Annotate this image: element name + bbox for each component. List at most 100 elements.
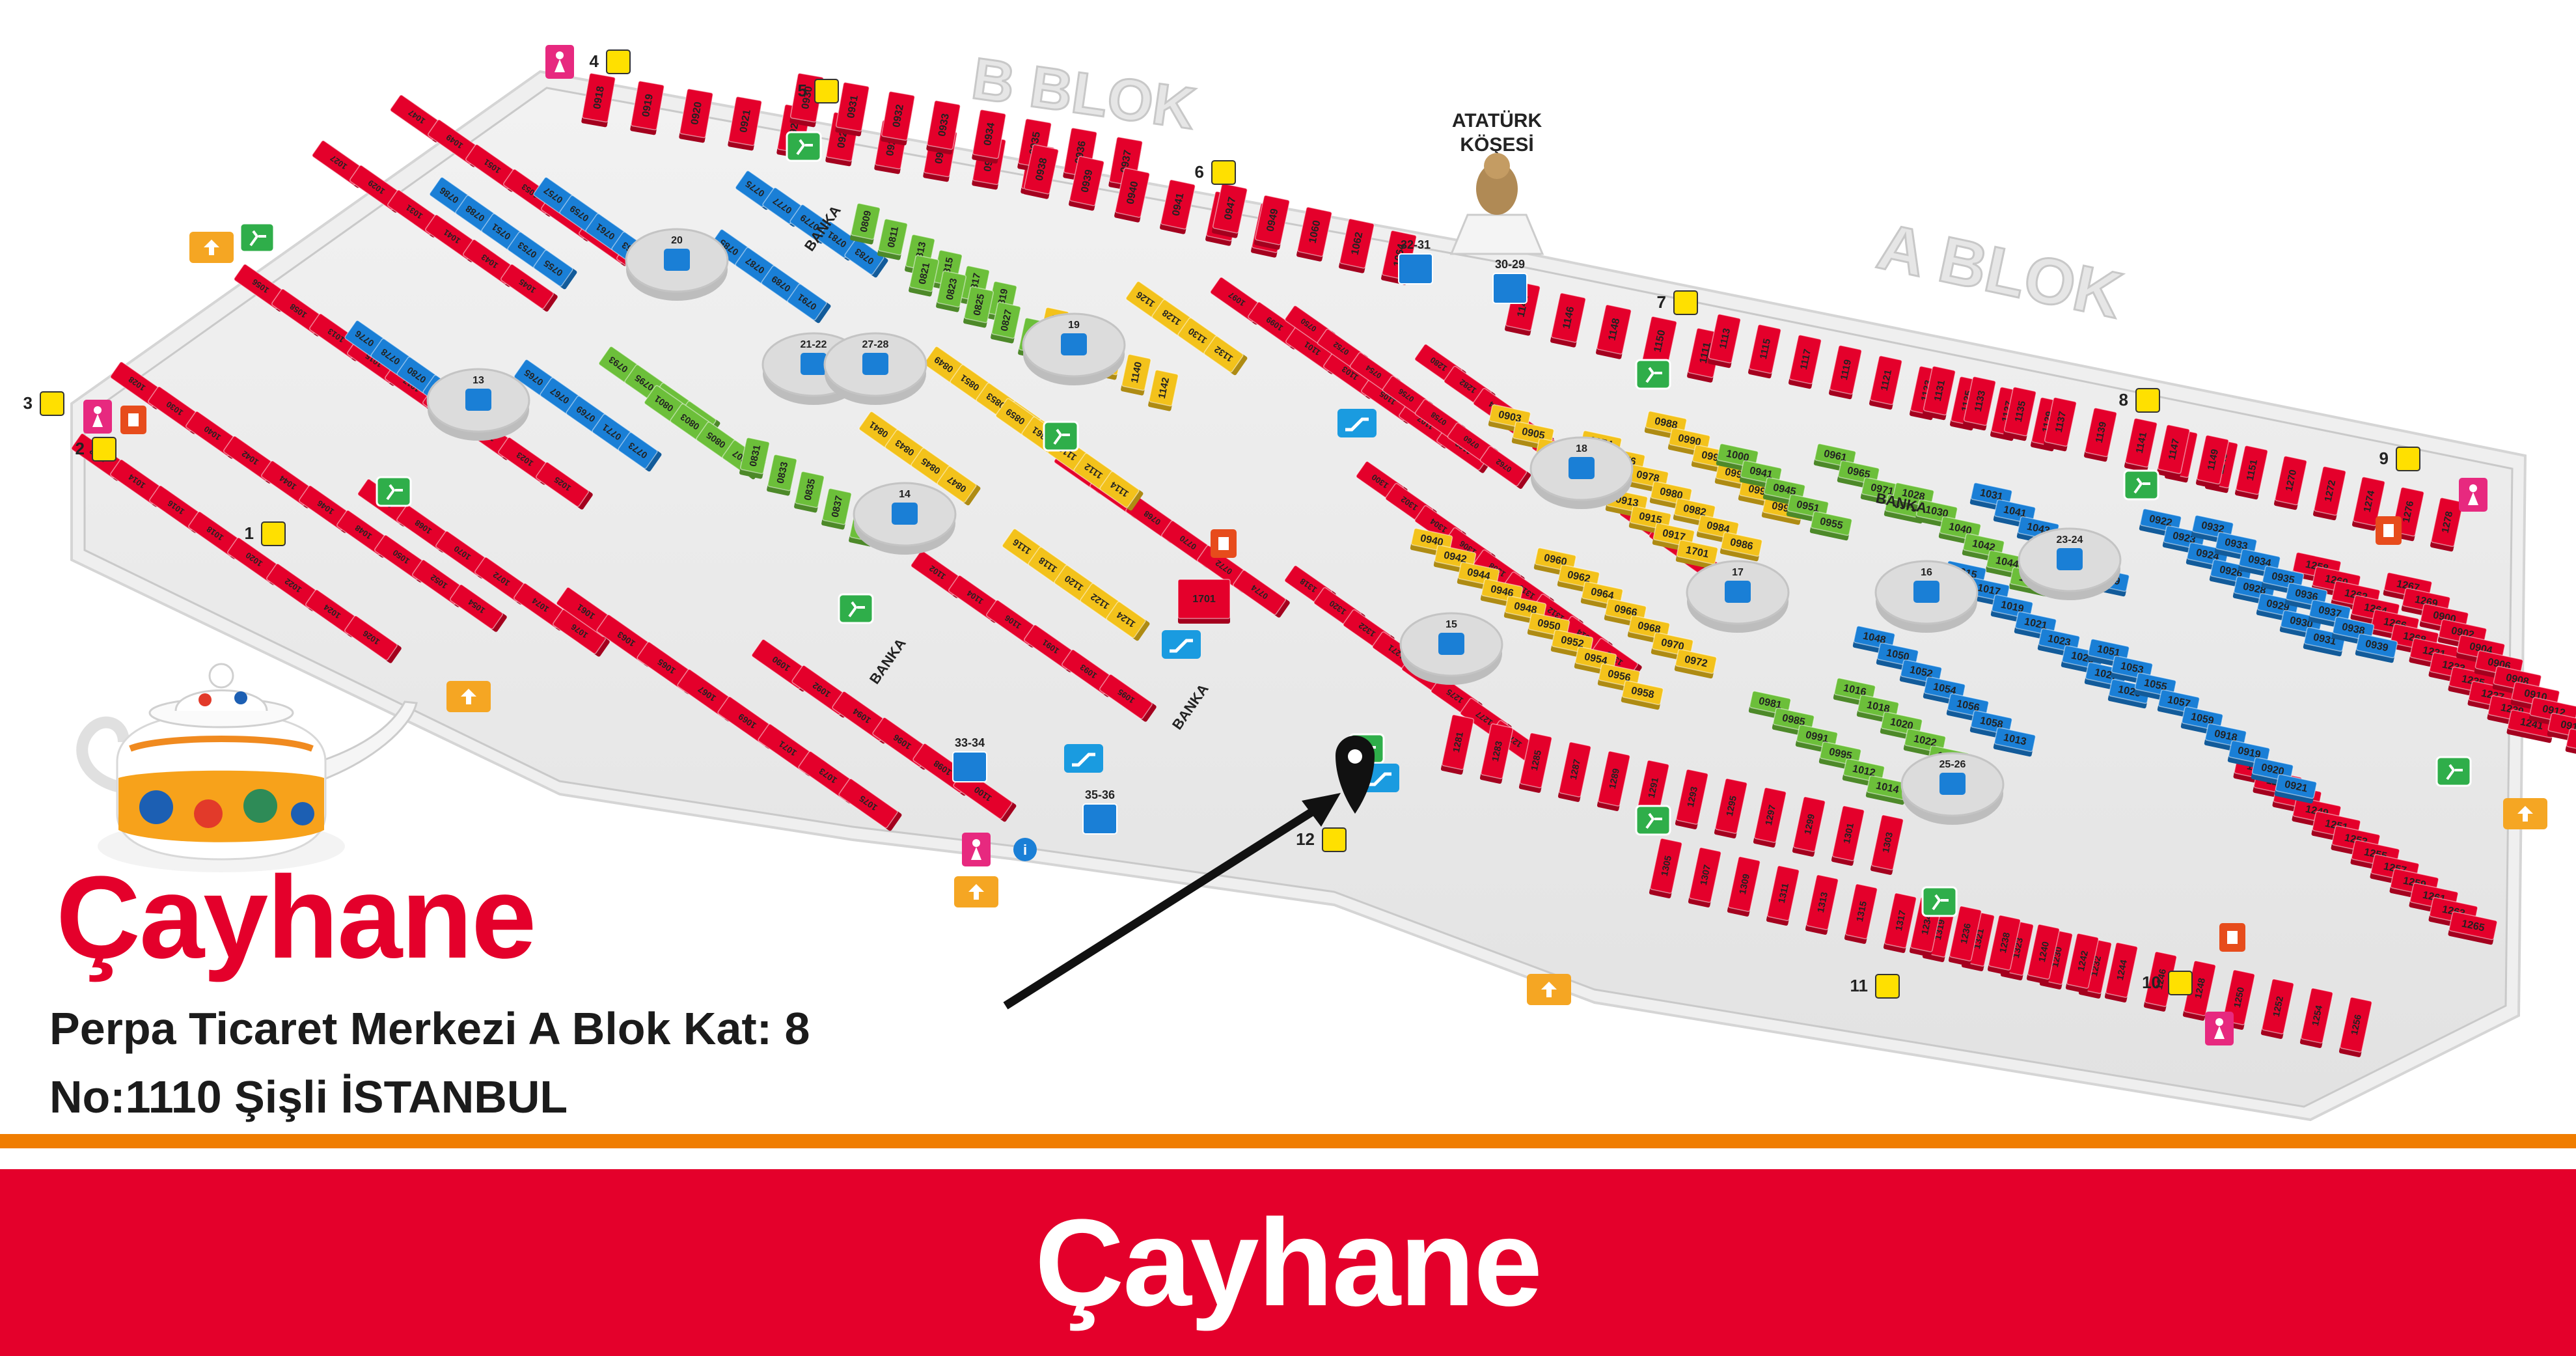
shop-unit[interactable]: 0835 — [794, 471, 825, 513]
shop-unit[interactable]: 1095 — [1099, 674, 1157, 723]
shop-unit[interactable]: 1142 — [1148, 369, 1179, 411]
shop-unit[interactable]: 0783 — [844, 238, 889, 278]
shop-unit[interactable]: 0837 — [821, 488, 852, 530]
shop-unit[interactable]: 0934 — [972, 109, 1007, 164]
shop-unit[interactable]: 1100 — [953, 769, 1017, 822]
shop-unit[interactable]: 1054 — [450, 584, 508, 633]
shop-unit[interactable]: 1287 — [1557, 741, 1592, 802]
shop-unit[interactable]: 1075 — [838, 778, 903, 831]
shop-unit[interactable]: 0847 — [937, 465, 981, 506]
shop-unit[interactable]: 1272 — [2312, 465, 2347, 521]
map-pin-icon[interactable] — [1336, 736, 1375, 814]
shop-unit[interactable]: 1289 — [1596, 751, 1631, 811]
shop-unit[interactable]: 1297 — [1753, 787, 1787, 848]
shop-unit[interactable]: 0827 — [991, 301, 1021, 344]
shop-unit[interactable]: 1147 — [2156, 424, 2191, 479]
shop-unit[interactable]: 0931 — [835, 81, 870, 137]
shop-unit[interactable]: 0809 — [850, 202, 881, 245]
service-core[interactable]: 27-28 — [823, 332, 927, 405]
shop-unit[interactable]: 0971 — [1860, 477, 1904, 507]
shop-unit[interactable]: 0940 — [1114, 167, 1151, 223]
service-core[interactable]: 14 — [853, 482, 957, 555]
shop-unit[interactable]: 0933 — [926, 100, 961, 155]
shop-unit[interactable]: 0774 — [1233, 570, 1291, 618]
service-core[interactable]: 13 — [426, 368, 530, 441]
shop-unit[interactable]: 1031 — [1969, 482, 2013, 512]
shop-unit[interactable]: 1131 — [1922, 365, 1956, 421]
service-core[interactable]: 15 — [1399, 612, 1503, 685]
shop-unit[interactable]: 1137 — [2043, 396, 2077, 452]
shop-unit[interactable]: 0916 — [2565, 728, 2576, 761]
shop-unit[interactable]: 1139 — [2083, 407, 2118, 462]
shop-unit[interactable]: 1132 — [1203, 335, 1248, 376]
shop-unit[interactable]: 0921 — [728, 96, 763, 151]
shop-unit[interactable]: 1111 — [1686, 327, 1723, 383]
shop-unit[interactable]: 1283 — [1479, 723, 1514, 784]
shop-unit[interactable]: 1026 — [344, 615, 402, 664]
service-core[interactable]: 18 — [1529, 436, 1634, 509]
shop-unit[interactable]: 1238 — [1987, 915, 2021, 975]
shop-unit[interactable]: 0939 — [2355, 633, 2398, 663]
shop-unit[interactable]: 0945 — [1762, 477, 1806, 507]
shop-unit[interactable]: 1254 — [2299, 988, 2334, 1048]
service-core[interactable]: 19 — [1022, 312, 1126, 385]
shop-unit[interactable]: 0851 — [950, 364, 994, 404]
shop-unit[interactable]: 0949 — [1254, 195, 1291, 251]
shop-unit[interactable]: 0955 — [1809, 510, 1853, 541]
shop-unit[interactable]: 0762 — [1479, 445, 1531, 490]
shop-unit[interactable]: 0833 — [767, 454, 797, 496]
shop-unit[interactable]: 1293 — [1675, 769, 1709, 829]
shop-unit[interactable]: 1141 — [2124, 417, 2158, 473]
shop-unit[interactable]: 1060 — [1296, 206, 1333, 262]
shop-unit[interactable]: 1114 — [1099, 471, 1144, 511]
shop-unit[interactable]: 1701 — [1675, 539, 1719, 570]
shop-unit[interactable]: 1135 — [2003, 386, 2037, 441]
shop-unit[interactable]: 1115 — [1747, 324, 1782, 379]
shop-unit[interactable]: 0941 — [1159, 179, 1196, 235]
shop-unit[interactable]: 1278 — [2430, 497, 2464, 552]
shop-unit[interactable]: 1121 — [1869, 355, 1903, 410]
shop-unit[interactable]: 1149 — [2195, 434, 2230, 490]
shop-unit[interactable]: 1102 — [911, 550, 968, 599]
shop-unit[interactable]: 1317 — [1883, 892, 1917, 953]
shop-unit[interactable]: 1117 — [1788, 334, 1822, 389]
shop-unit[interactable]: 0972 — [1674, 648, 1718, 679]
shop-unit[interactable]: 1062 — [1338, 218, 1375, 274]
shop-unit[interactable]: 1151 — [2234, 445, 2269, 500]
shop-unit[interactable]: 0938 — [1022, 144, 1060, 200]
service-core[interactable]: 16 — [1874, 560, 1979, 633]
shop-unit[interactable]: 1301 — [1831, 805, 1865, 866]
shop-unit[interactable]: 1236 — [1948, 906, 1982, 966]
shop-unit[interactable]: 0821 — [909, 255, 939, 297]
shop-unit[interactable]: 1146 — [1550, 292, 1587, 348]
shop-unit[interactable]: 1119 — [1828, 344, 1863, 400]
shop-unit[interactable]: 1309 — [1727, 856, 1761, 917]
shop-unit[interactable]: 1124 — [1106, 601, 1151, 641]
shop-unit[interactable]: 1014 — [1865, 775, 1909, 805]
shop-unit[interactable]: 1305 — [1649, 838, 1683, 898]
shop-unit[interactable]: 0965 — [1837, 460, 1880, 490]
shop-unit[interactable]: 1242 — [2065, 933, 2100, 993]
shop-unit[interactable]: 1240 — [2026, 924, 2061, 984]
shop-unit[interactable]: 1025 — [536, 462, 594, 510]
shop-unit[interactable]: 1311 — [1766, 865, 1800, 926]
shop-unit[interactable]: 1315 — [1844, 883, 1878, 944]
shop-unit[interactable]: 1045 — [500, 264, 558, 312]
service-core[interactable]: 23-24 — [2018, 527, 2122, 600]
shop-unit[interactable]: 0921 — [2274, 773, 2318, 804]
shop-unit[interactable]: 0947 — [1211, 183, 1248, 239]
shop-unit[interactable]: 1265 — [2448, 911, 2498, 945]
shop-unit[interactable]: 1285 — [1518, 732, 1553, 793]
service-core[interactable]: 25-26 — [1900, 752, 2005, 825]
shop-unit[interactable]: 1295 — [1714, 778, 1748, 838]
shop-unit[interactable]: 1244 — [2104, 942, 2139, 1003]
shop-unit[interactable]: 0919 — [630, 80, 665, 135]
shop-unit[interactable]: 1252 — [2260, 978, 2295, 1039]
shop-unit[interactable]: 0811 — [877, 218, 908, 260]
shop-unit[interactable]: 1113 — [1707, 313, 1742, 368]
shop-unit[interactable]: 1076 — [553, 609, 610, 657]
shop-unit[interactable]: 1303 — [1870, 814, 1904, 875]
shop-unit[interactable]: 0823 — [936, 270, 966, 312]
service-core[interactable]: 17 — [1686, 560, 1790, 633]
shop-unit[interactable]: 0825 — [963, 286, 994, 328]
